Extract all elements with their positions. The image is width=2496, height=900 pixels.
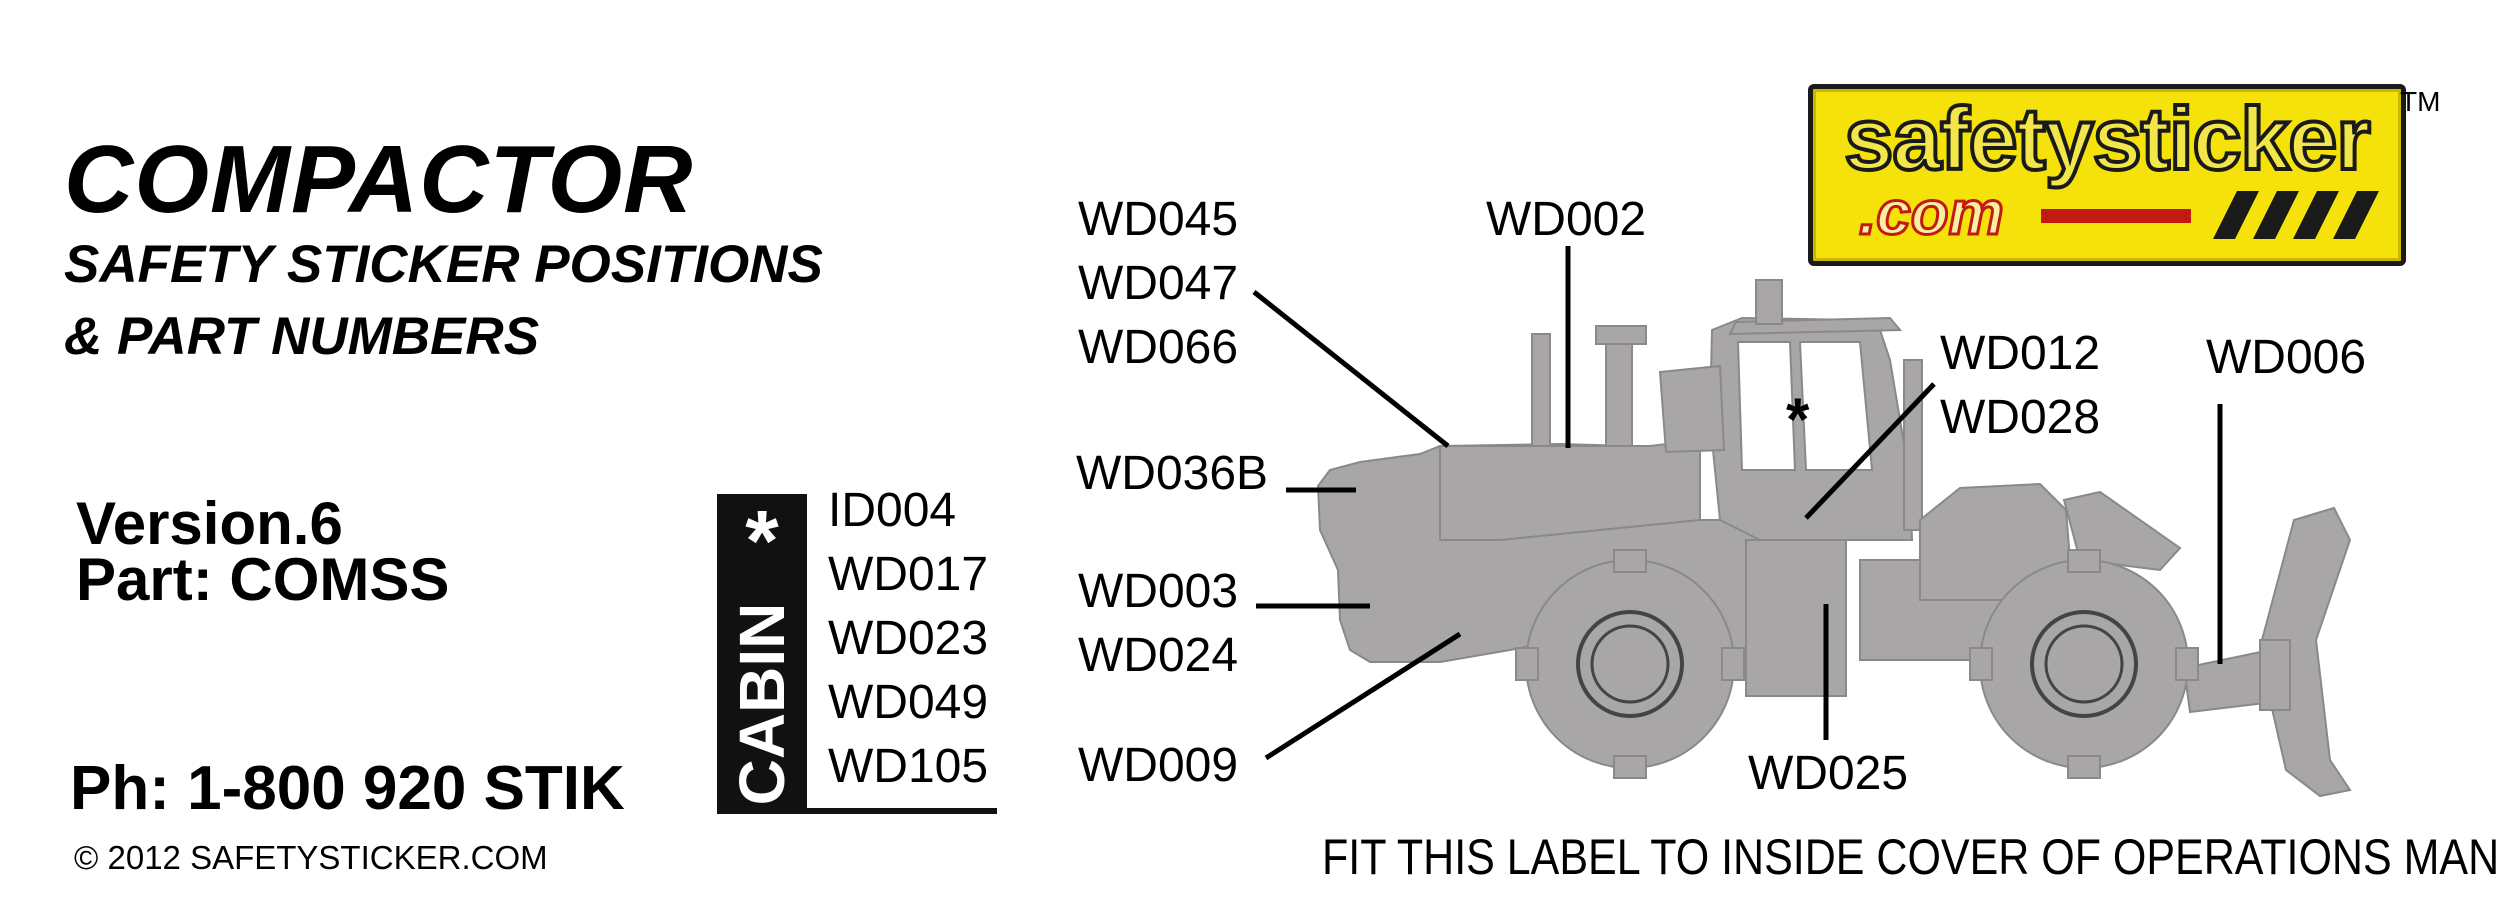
cabin-marker-icon: *	[1786, 386, 1810, 453]
front-wheel	[1525, 559, 1735, 769]
cabin-label-box: * CABIN	[717, 494, 807, 812]
callout-wd028: WD028	[1940, 391, 2101, 444]
cabin-part-wd049: WD049	[828, 676, 989, 729]
callout-wd003: WD003	[1078, 565, 1239, 618]
machine-hood	[1439, 438, 1701, 541]
callout-wd025: WD025	[1748, 747, 1909, 800]
copyright-text: © 2012 SAFETYSTICKER.COM	[74, 839, 548, 876]
page-title: COMPACTOR	[64, 126, 694, 233]
cabin-underline	[717, 808, 997, 814]
leader-wd009	[1264, 631, 1462, 761]
machine-rear	[1919, 482, 2072, 601]
leader-wd047	[1252, 290, 1450, 448]
callout-wd024: WD024	[1078, 629, 1239, 682]
cabin-part-wd105: WD105	[828, 740, 989, 793]
cabin-part-wd023: WD023	[828, 612, 989, 665]
cabin-star-icon: *	[745, 493, 779, 590]
callout-wd036b: WD036B	[1076, 447, 1269, 500]
trademark-symbol: TM	[2400, 86, 2441, 117]
logo-stripes	[2041, 191, 2379, 239]
rear-wheel	[1979, 559, 2189, 769]
callout-wd009: WD009	[1078, 739, 1239, 792]
version-text: Version.6	[76, 490, 343, 557]
subtitle-line-2: & PART NUMBERS	[64, 307, 540, 366]
callout-wd006: WD006	[2206, 331, 2367, 384]
logo-wordmark: safetysticker	[1842, 89, 2372, 188]
subtitle-line-1: SAFETY STICKER POSITIONS	[64, 235, 823, 294]
callout-wd012: WD012	[1940, 327, 2101, 380]
cabin-part-id004: ID004	[828, 484, 957, 537]
callout-wd002: WD002	[1486, 193, 1647, 246]
part-number-text: Part: COMSS	[76, 546, 450, 613]
safetysticker-logo: safetysticker .com	[1808, 84, 2406, 266]
logo-dotcom: .com	[1858, 179, 2006, 248]
cabin-part-wd017: WD017	[828, 548, 989, 601]
callout-wd066: WD066	[1078, 321, 1239, 374]
callout-wd047: WD047	[1078, 257, 1239, 310]
callout-wd045: WD045	[1078, 193, 1239, 246]
footer-instruction: FIT THIS LABEL TO INSIDE COVER OF OPERAT…	[1322, 829, 2496, 885]
phone-number: Ph: 1-800 920 STIK	[70, 754, 625, 823]
leader-wd012	[1804, 382, 1936, 520]
